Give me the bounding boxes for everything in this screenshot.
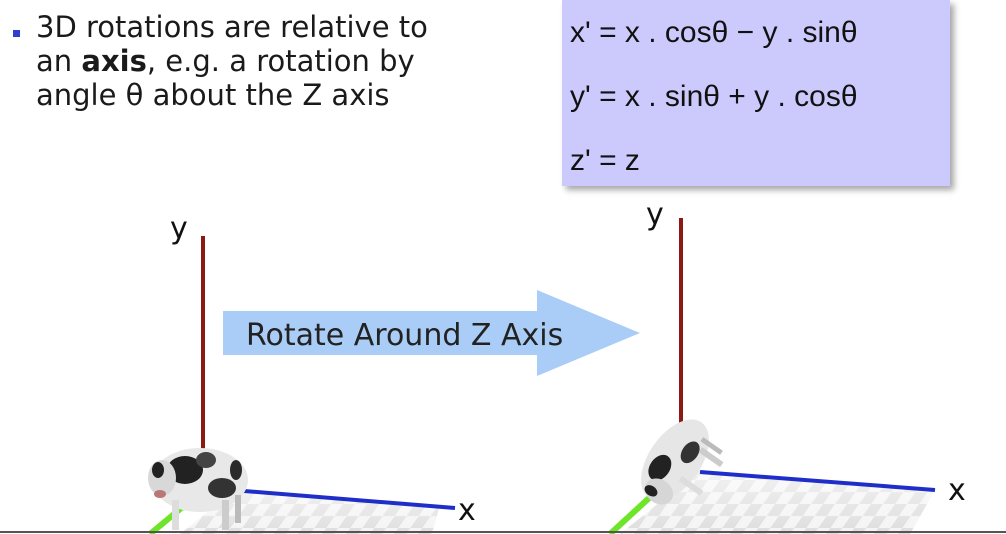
rotate-arrow-label: Rotate Around Z Axis (246, 318, 563, 353)
bullet-line-2: an axis, e.g. a rotation by (36, 44, 428, 78)
bullet-text: 3D rotations are relative to an axis, e.… (36, 10, 428, 112)
equation-box: x' = x . cosθ − y . sinθ y' = x . sinθ +… (562, 0, 950, 186)
bullet-marker (13, 30, 20, 37)
left-x-label: x (458, 493, 476, 528)
right-scene: y x (607, 197, 966, 534)
rotate-arrow-shape (223, 290, 640, 376)
bullet-line-3: angle θ about the Z axis (36, 78, 390, 112)
cow-upright (148, 448, 248, 530)
bullet-line-2-post: , e.g. a rotation by (146, 44, 415, 78)
equation-y-prime: y' = x . sinθ + y . cosθ (570, 80, 858, 113)
left-y-label: y (170, 211, 188, 246)
left-scene: y x (148, 211, 476, 534)
right-x-label: x (948, 473, 966, 508)
right-y-label: y (646, 197, 664, 232)
right-x-axis (699, 470, 936, 492)
left-x-axis (231, 488, 456, 510)
rotate-arrow: Rotate Around Z Axis (223, 290, 640, 376)
bullet-line-1: 3D rotations are relative to (36, 10, 428, 44)
bullet-keyword-axis: axis (81, 44, 147, 78)
bullet-line-2-pre: an (36, 44, 82, 78)
equation-z-prime: z' = z (570, 144, 640, 177)
equation-x-prime: x' = x . cosθ − y . sinθ (570, 16, 858, 49)
cow-rotated (641, 419, 724, 505)
left-z-axis (148, 502, 187, 534)
